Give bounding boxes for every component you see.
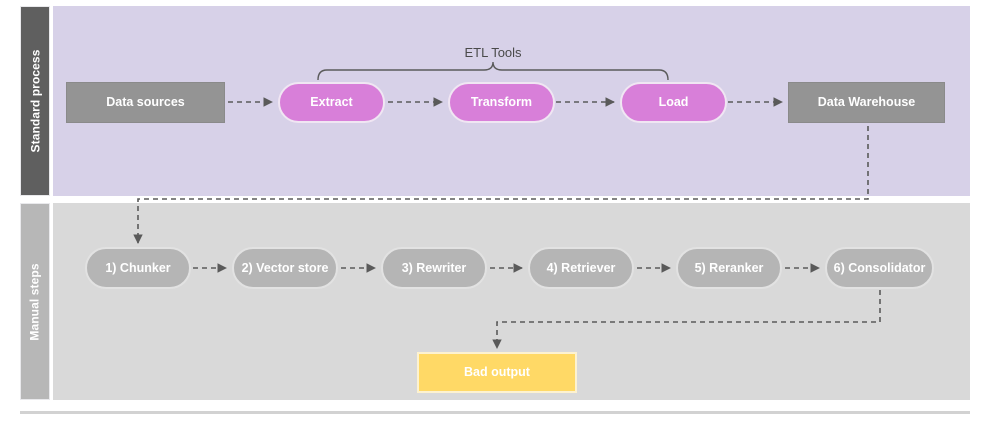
node-transform[interactable]: Transform: [448, 82, 555, 123]
node-retriever[interactable]: 4) Retriever: [528, 247, 634, 289]
lane-label-manual-steps: Manual steps: [20, 203, 50, 400]
lane-label-standard-process-text: Standard process: [28, 49, 42, 153]
node-extract[interactable]: Extract: [278, 82, 385, 123]
node-consolidator[interactable]: 6) Consolidator: [825, 247, 934, 289]
node-vector-store[interactable]: 2) Vector store: [232, 247, 338, 289]
node-reranker[interactable]: 5) Reranker: [676, 247, 782, 289]
bottom-divider: [20, 411, 970, 414]
lane-label-standard-process: Standard process: [20, 6, 50, 196]
lane-label-manual-steps-text: Manual steps: [28, 262, 43, 341]
node-chunker[interactable]: 1) Chunker: [85, 247, 191, 289]
node-bad-output[interactable]: Bad output: [417, 352, 577, 393]
etl-tools-label: ETL Tools: [464, 45, 522, 60]
node-data-warehouse[interactable]: Data Warehouse: [788, 82, 945, 123]
node-data-sources[interactable]: Data sources: [66, 82, 225, 123]
node-rewriter[interactable]: 3) Rewriter: [381, 247, 487, 289]
node-load[interactable]: Load: [620, 82, 727, 123]
